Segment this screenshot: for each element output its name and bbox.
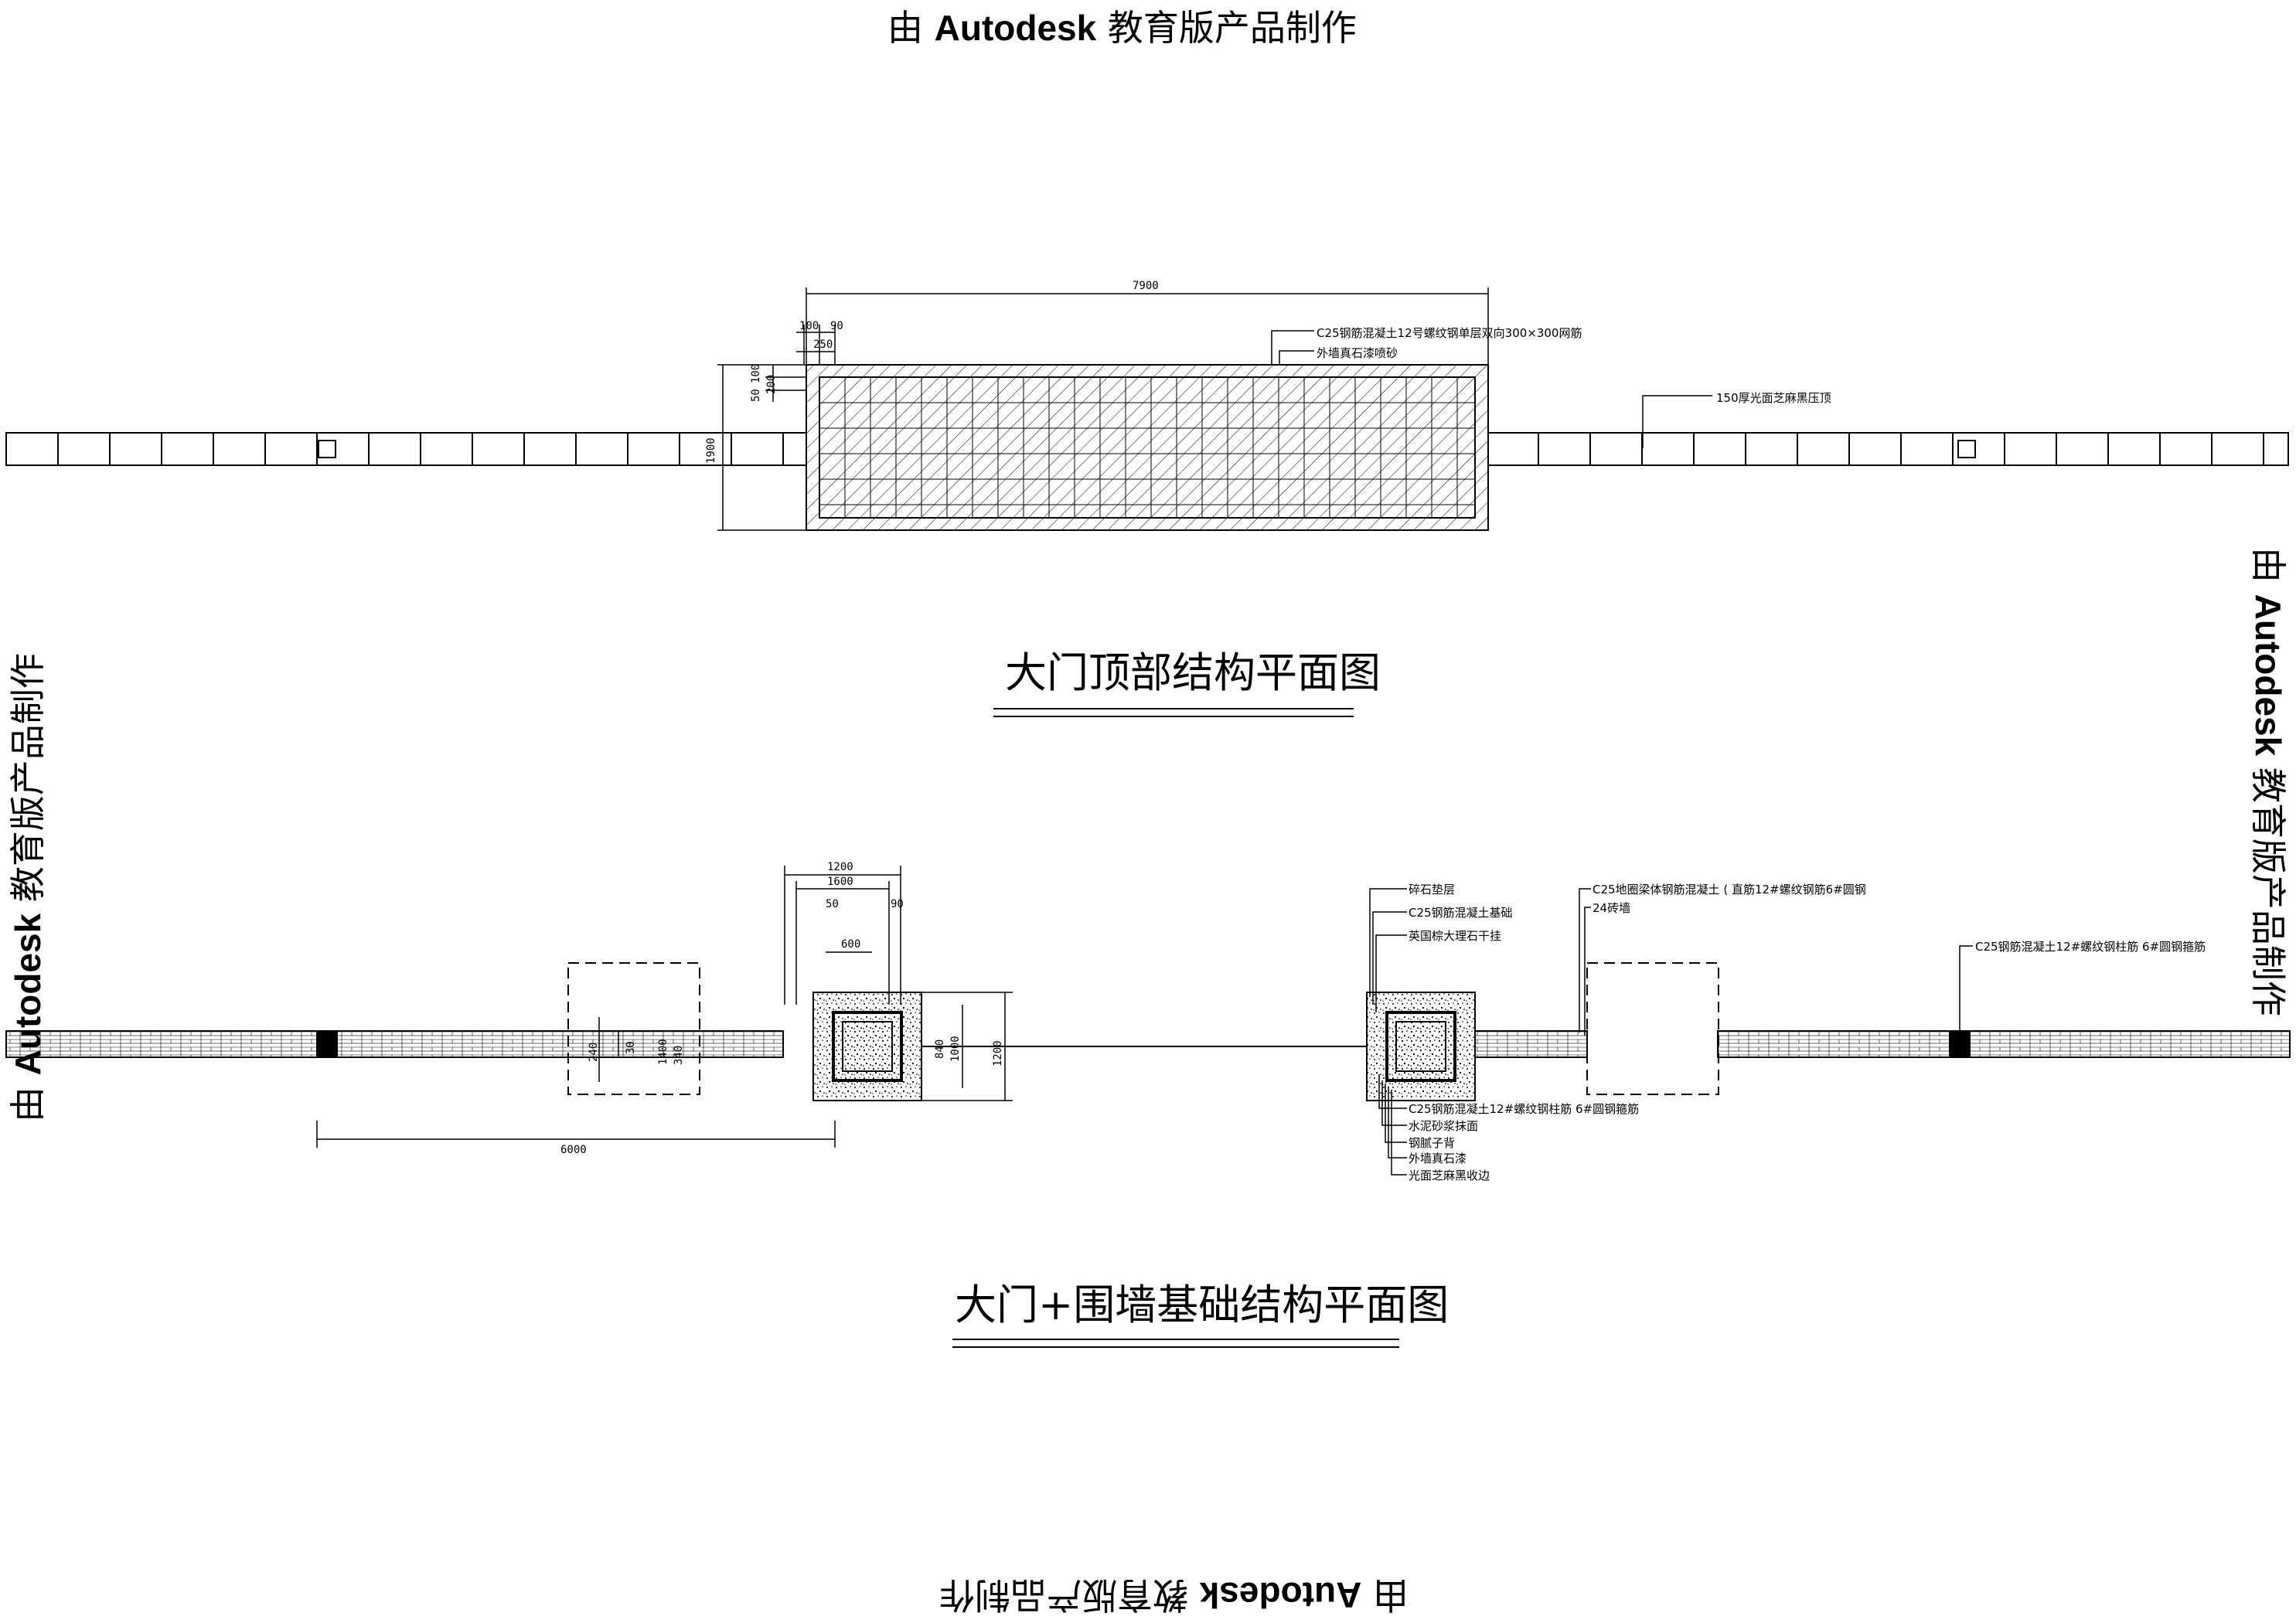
dim-1600: 1600 — [827, 876, 853, 888]
fence-wall-right — [1474, 1030, 2291, 1058]
bottom-title-underline-2 — [952, 1346, 1399, 1348]
dim-840: 840 — [934, 1039, 946, 1059]
watermark-suffix: 教育版产品制作 — [1096, 7, 1357, 49]
dim-height-1900: 1900 — [705, 437, 717, 464]
dim-overall-7900: 7900 — [1133, 280, 1159, 292]
note-ring-beam: C25地圈梁体钢筋混凝土 ( 直筋12#螺纹钢筋6#圆钢 — [1593, 883, 1866, 897]
coping-strip-right — [1487, 432, 2289, 466]
top-plan-title: 大门顶部结构平面图 — [1005, 648, 1381, 697]
dim-6000: 6000 — [560, 1144, 587, 1156]
note-mortar: 水泥砂浆抹面 — [1409, 1119, 1479, 1133]
coping-strip-left — [5, 432, 807, 466]
watermark-prefix: 由 — [2247, 547, 2289, 594]
dim-90: 90 — [830, 320, 843, 332]
watermark-left: 由 Autodesk 教育版产品制作 — [0, 653, 51, 1122]
watermark-suffix: 教育版产品制作 — [7, 653, 49, 914]
watermark-suffix: 教育版产品制作 — [939, 1574, 1200, 1616]
dim-90-b: 90 — [891, 898, 904, 910]
note-stone-paint: 外墙真石漆喷砂 — [1317, 346, 1398, 360]
note-marble-cladding: 英国棕大理石干挂 — [1409, 929, 1502, 943]
bottom-plan — [5, 866, 2291, 1176]
note-edge-trim: 光面芝麻黑收边 — [1409, 1169, 1490, 1182]
note-stone-paint-b: 外墙真石漆 — [1409, 1152, 1467, 1165]
watermark-right: 由 Autodesk 教育版产品制作 — [2245, 547, 2296, 1016]
note-foundation: C25钢筋混凝土基础 — [1409, 906, 1513, 920]
dim-50-b: 50 — [826, 898, 839, 910]
note-column-rebar: C25钢筋混凝土12#螺纹钢柱筋 6#圆钢箍筋 — [1409, 1102, 1640, 1116]
watermark-top: 由 Autodesk 教育版产品制作 — [887, 0, 1357, 51]
watermark-brand: Autodesk — [934, 8, 1097, 48]
note-wall-column: C25钢筋混凝土12#螺纹钢柱筋 6#圆钢箍筋 — [1975, 940, 2206, 954]
dim-240: 240 — [588, 1042, 600, 1062]
watermark-brand: Autodesk — [2248, 594, 2288, 757]
watermark-bottom: 由 Autodesk 教育版产品制作 — [939, 1572, 1409, 1623]
dim-600: 600 — [841, 938, 861, 951]
left-pier-footprint — [567, 962, 700, 1095]
left-gate-pier — [812, 992, 922, 1101]
bottom-leaders — [1369, 888, 1973, 1176]
watermark-prefix: 由 — [1361, 1574, 1409, 1616]
top-dimensions — [717, 288, 1489, 531]
bottom-title-underline — [952, 1339, 1399, 1340]
watermark-brand: Autodesk — [8, 913, 48, 1076]
watermark-prefix: 由 — [887, 7, 935, 49]
dim-340: 340 — [673, 1045, 685, 1065]
top-plan — [5, 288, 2289, 531]
top-title-underline-2 — [993, 716, 1354, 717]
watermark-prefix: 由 — [7, 1075, 49, 1122]
note-gravel-bed: 碎石垫层 — [1409, 883, 1456, 897]
dim-250: 250 — [813, 339, 833, 351]
right-gate-pier — [1366, 992, 1476, 1101]
bottom-plan-title: 大门+围墙基础结构平面图 — [955, 1281, 1449, 1329]
watermark-brand: Autodesk — [1199, 1575, 1362, 1615]
note-brick-wall: 24砖墙 — [1593, 901, 1631, 915]
watermark-suffix: 教育版产品制作 — [2247, 756, 2289, 1016]
dim-1200-v: 1200 — [992, 1040, 1004, 1067]
dim-30: 30 — [625, 1041, 637, 1054]
top-title-underline — [993, 708, 1354, 709]
dim-100b: 100 — [750, 363, 762, 383]
dim-1400: 1400 — [657, 1039, 669, 1065]
note-slab-rebar: C25钢筋混凝土12号螺纹钢单层双向300×300网筋 — [1317, 326, 1582, 340]
top-leaders — [1271, 330, 1712, 448]
dim-200: 200 — [765, 374, 778, 394]
dim-100: 100 — [799, 320, 819, 332]
dim-1200: 1200 — [827, 861, 853, 873]
fence-wall-left — [5, 1030, 784, 1058]
right-pier-footprint — [1586, 962, 1719, 1095]
note-putty: 钢腻子背 — [1409, 1136, 1456, 1150]
dim-1000: 1000 — [949, 1036, 962, 1062]
dim-50: 50 — [750, 389, 762, 402]
note-coping: 150厚光面芝麻黑压顶 — [1716, 391, 1831, 405]
gate-roof-slab — [806, 364, 1489, 531]
bottom-dimensions — [316, 866, 1013, 1148]
